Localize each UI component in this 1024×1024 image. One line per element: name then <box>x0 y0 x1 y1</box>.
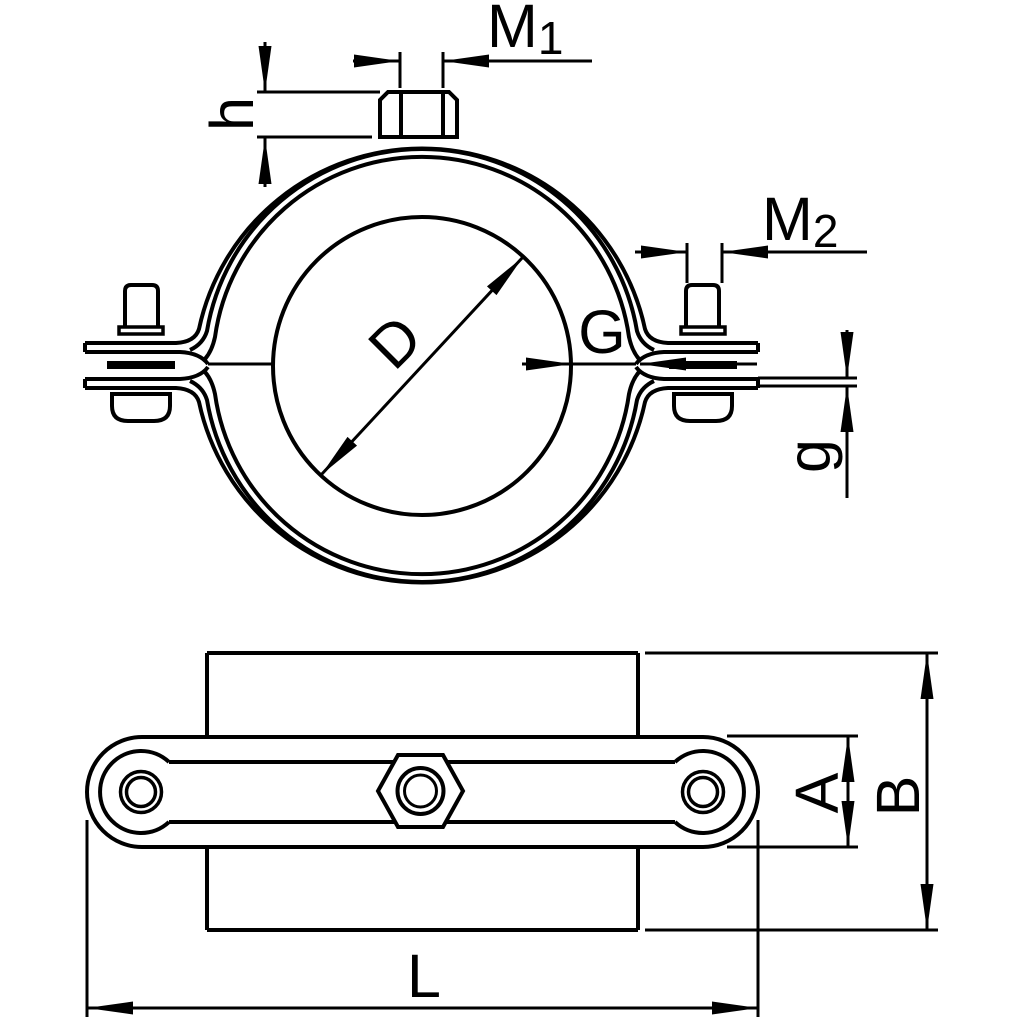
band-bead-arc-upper <box>189 147 655 352</box>
center-nut-boss <box>395 766 446 816</box>
strap-inner-contour <box>98 749 746 835</box>
label-m2-base: M <box>762 185 813 253</box>
top-weld-nut-facets <box>399 92 445 137</box>
upper-flange-underside-right <box>634 350 758 366</box>
dimension-m2 <box>635 243 867 283</box>
band-outer-contour-lower <box>85 386 758 585</box>
band-outer-contour-upper <box>85 146 758 345</box>
dimension-h <box>257 42 380 187</box>
g-reference-lines <box>758 376 857 388</box>
h-reference-lines <box>257 90 380 139</box>
label-m1-subscript: 1 <box>538 12 564 64</box>
dimension-l <box>85 820 760 1017</box>
right-eyelet <box>680 769 726 815</box>
b-extension-lines <box>645 651 938 932</box>
labels: M1 h M2 D G g A B L <box>198 0 932 1010</box>
band-bead-arc-lower <box>189 379 655 584</box>
right-screw-washer <box>679 325 727 336</box>
m2-extension-lines <box>685 243 724 283</box>
left-captive-nut-bar <box>107 361 175 369</box>
lower-flange-topside-right <box>634 365 758 381</box>
label-g-thread: G <box>578 298 625 366</box>
left-screw-assembly <box>107 283 175 423</box>
label-b: B <box>864 776 932 817</box>
center-nut-bore <box>403 773 438 809</box>
label-m1: M1 <box>487 0 563 64</box>
label-d: D <box>355 302 434 381</box>
right-screw-shaft <box>684 283 721 332</box>
dimension-a <box>727 734 858 849</box>
flange-end-caps <box>83 343 760 388</box>
l-extension-lines <box>85 820 760 1017</box>
center-hex-nut <box>375 753 466 829</box>
label-m1-base: M <box>487 0 538 60</box>
side-view <box>85 651 760 932</box>
right-lower-nut <box>672 392 734 423</box>
label-a: A <box>783 772 851 813</box>
right-eyelet-outer <box>680 769 726 815</box>
left-eyelet-inner <box>124 775 158 809</box>
front-view <box>83 90 760 585</box>
right-eyelet-inner <box>686 775 720 809</box>
label-m2: M2 <box>762 185 838 257</box>
left-screw-shaft <box>123 283 160 332</box>
a-extension-lines <box>727 734 858 849</box>
dimension-g-thickness <box>758 330 857 498</box>
label-m2-subscript: 2 <box>813 205 839 257</box>
band-lining-arc-upper <box>203 154 641 361</box>
left-lower-nut <box>110 392 172 423</box>
diameter-arrow <box>319 255 525 477</box>
label-g-thickness: g <box>775 439 843 473</box>
label-l: L <box>407 942 441 1010</box>
label-h: h <box>198 97 266 131</box>
lower-flange-topside-left <box>85 365 210 381</box>
upper-flange-underside-left <box>85 350 210 366</box>
m1-extension-lines <box>398 52 445 88</box>
dimension-m1 <box>353 52 592 88</box>
band-lining-arc-lower <box>203 370 641 577</box>
left-eyelet <box>118 769 164 815</box>
band-width-rectangle <box>205 651 640 932</box>
left-screw-washer <box>117 325 165 336</box>
dimension-b <box>645 651 938 932</box>
left-eyelet-outer <box>118 769 164 815</box>
front-view-dimensions <box>257 42 867 498</box>
top-weld-nut <box>378 90 459 139</box>
side-view-dimensions <box>85 651 938 1017</box>
